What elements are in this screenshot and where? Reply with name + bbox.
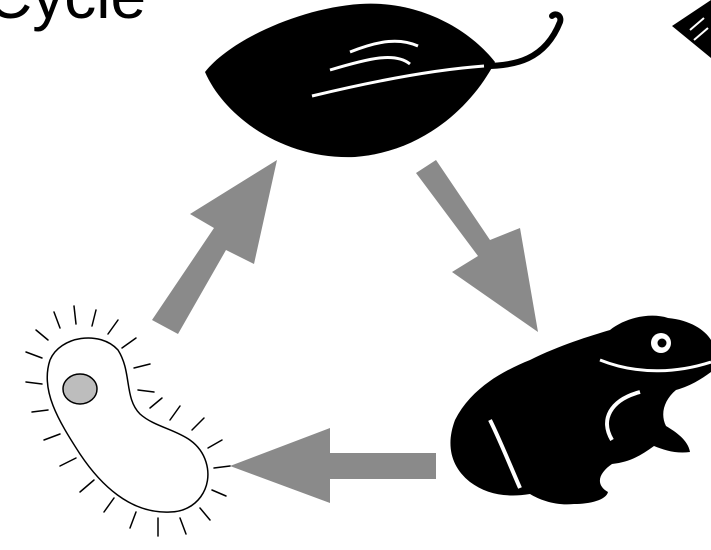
leaf-icon xyxy=(205,4,560,158)
badge-icon xyxy=(672,0,711,58)
frog-icon xyxy=(450,316,711,505)
arrow-frog-to-bacterium xyxy=(230,428,436,503)
arrow-leaf-to-frog xyxy=(416,160,538,332)
bacterium-icon xyxy=(26,306,230,536)
arrow-bacterium-to-leaf xyxy=(152,160,277,334)
